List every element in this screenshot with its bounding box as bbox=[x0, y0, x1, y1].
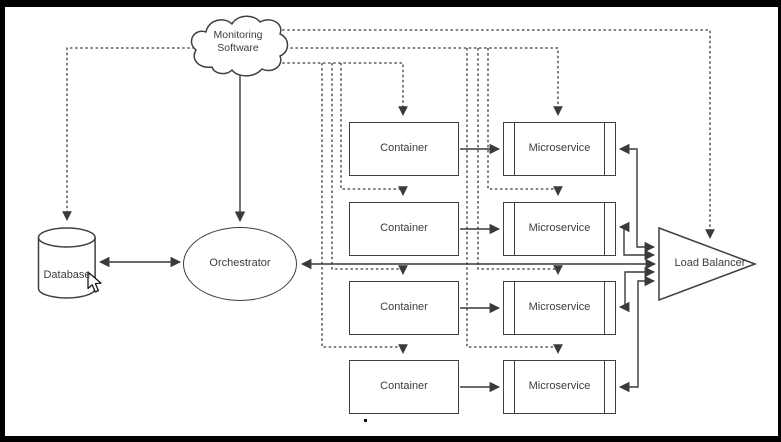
node-microservice-4[interactable]: Microservice bbox=[503, 360, 616, 414]
node-microservice-1[interactable]: Microservice bbox=[503, 122, 616, 176]
edge-microservice-3-load-balancer bbox=[618, 266, 656, 313]
node-side-line bbox=[514, 282, 515, 334]
node-side-line bbox=[604, 203, 605, 255]
container-label: Container bbox=[380, 222, 428, 235]
edge-monitoring-to-database bbox=[62, 47, 200, 221]
stray-dot bbox=[364, 419, 367, 422]
node-side-line bbox=[604, 361, 605, 413]
load-balancer-label: Load Balancer bbox=[674, 257, 746, 270]
container-label: Container bbox=[380, 142, 428, 155]
database-label: Database bbox=[43, 269, 91, 282]
node-container-2[interactable]: Container bbox=[349, 202, 459, 256]
edge-monitoring-to-microservice-1 bbox=[275, 47, 563, 116]
edge-monitoring-to-container-4 bbox=[321, 63, 408, 354]
edge-monitoring-to-container-1 bbox=[272, 62, 408, 116]
node-side-line bbox=[514, 123, 515, 175]
container-label: Container bbox=[380, 380, 428, 393]
edge-monitoring-to-load-balancer bbox=[272, 29, 715, 239]
monitoring-software-label: Monitoring Software bbox=[213, 29, 262, 54]
container-label: Container bbox=[380, 301, 428, 314]
microservice-label: Microservice bbox=[528, 380, 591, 393]
edge-monitoring-to-microservice-3 bbox=[477, 48, 563, 275]
microservice-label: Microservice bbox=[528, 142, 591, 155]
node-orchestrator[interactable]: Orchestrator bbox=[183, 227, 297, 301]
node-microservice-2[interactable]: Microservice bbox=[503, 202, 616, 256]
node-load-balancer[interactable]: Load Balancer bbox=[658, 227, 758, 301]
microservice-label: Microservice bbox=[528, 301, 591, 314]
node-container-3[interactable]: Container bbox=[349, 281, 459, 335]
edge-monitoring-to-container-3 bbox=[331, 63, 408, 275]
node-side-line bbox=[514, 361, 515, 413]
node-microservice-3[interactable]: Microservice bbox=[503, 281, 616, 335]
edge-microservice-2-load-balancer bbox=[618, 221, 656, 261]
edge-monitoring-to-microservice-4 bbox=[466, 48, 563, 354]
edge-monitoring-to-container-2 bbox=[340, 63, 408, 196]
edge-microservice-4-load-balancer bbox=[618, 275, 656, 393]
edge-microservice-1-load-balancer bbox=[618, 143, 656, 253]
monitoring-label-line2: Software bbox=[217, 42, 259, 54]
load-balancer-triangle-icon bbox=[658, 227, 758, 301]
node-monitoring-software[interactable]: Monitoring Software bbox=[182, 12, 294, 78]
node-side-line bbox=[604, 123, 605, 175]
node-container-1[interactable]: Container bbox=[349, 122, 459, 176]
node-side-line bbox=[514, 203, 515, 255]
microservice-label: Microservice bbox=[528, 222, 591, 235]
cloud-icon bbox=[190, 15, 289, 77]
monitoring-label-line1: Monitoring bbox=[213, 29, 263, 42]
mouse-cursor-icon bbox=[87, 271, 102, 293]
node-container-4[interactable]: Container bbox=[349, 360, 459, 414]
orchestrator-label: Orchestrator bbox=[209, 257, 271, 270]
node-side-line bbox=[604, 282, 605, 334]
